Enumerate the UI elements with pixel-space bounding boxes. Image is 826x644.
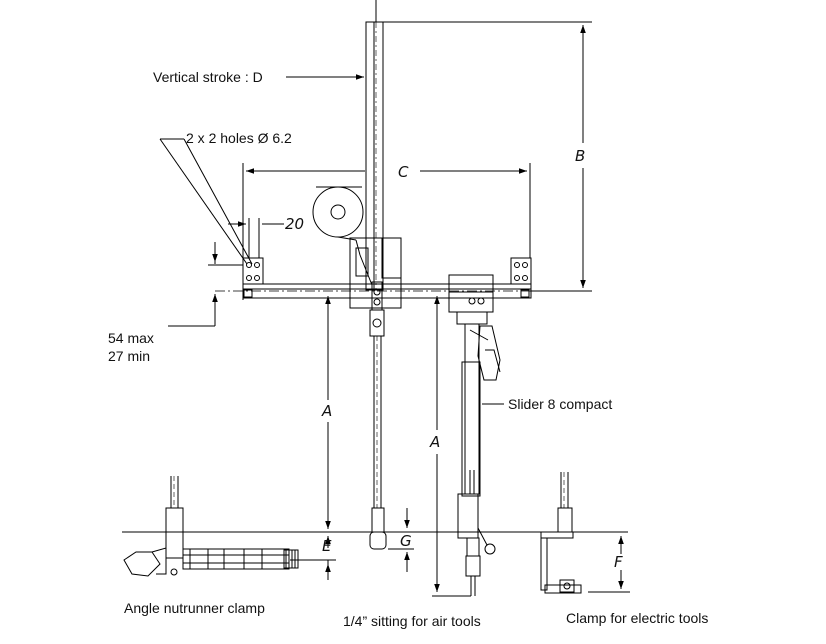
air-tools-label: 1/4” sitting for air tools (343, 613, 481, 629)
dimension-a-right (432, 296, 471, 597)
holes-label: 2 x 2 holes Ø 6.2 (186, 130, 292, 146)
slider-8-compact (457, 323, 501, 596)
dimension-b-label: B (575, 147, 586, 165)
slider-carriage (448, 274, 494, 325)
angle-clamp-label: Angle nutrunner clamp (124, 600, 265, 616)
dimension-adjustment (168, 242, 243, 327)
dimension-20-label: 20 (285, 215, 305, 233)
dimension-e-label: E (322, 537, 332, 555)
adjustment-max-label: 54 max (108, 330, 154, 346)
dimension-g-label: G (400, 532, 412, 550)
dimension-f-label: F (614, 553, 623, 571)
dimension-a-right-label: A (430, 433, 441, 451)
dimension-20 (228, 218, 284, 258)
dimension-b (383, 21, 592, 292)
holes-leader (159, 138, 253, 265)
balancer-reel (312, 186, 373, 286)
slider-label: Slider 8 compact (508, 396, 613, 412)
adjustment-min-label: 27 min (108, 348, 151, 364)
central-carriage (349, 237, 402, 337)
dimension-c-label: C (398, 163, 409, 181)
electric-clamp-label: Clamp for electric tools (566, 610, 709, 626)
vertical-column (365, 0, 384, 291)
lower-tube (369, 336, 387, 550)
vertical-stroke-label: Vertical stroke : D (153, 69, 263, 85)
dimension-f (588, 536, 630, 593)
dimension-g (388, 508, 414, 572)
horizontal-rail (215, 257, 546, 299)
electric-tools-clamp (540, 472, 582, 594)
dimension-a-left-label: A (322, 402, 333, 420)
angle-nutrunner-clamp (123, 476, 299, 577)
